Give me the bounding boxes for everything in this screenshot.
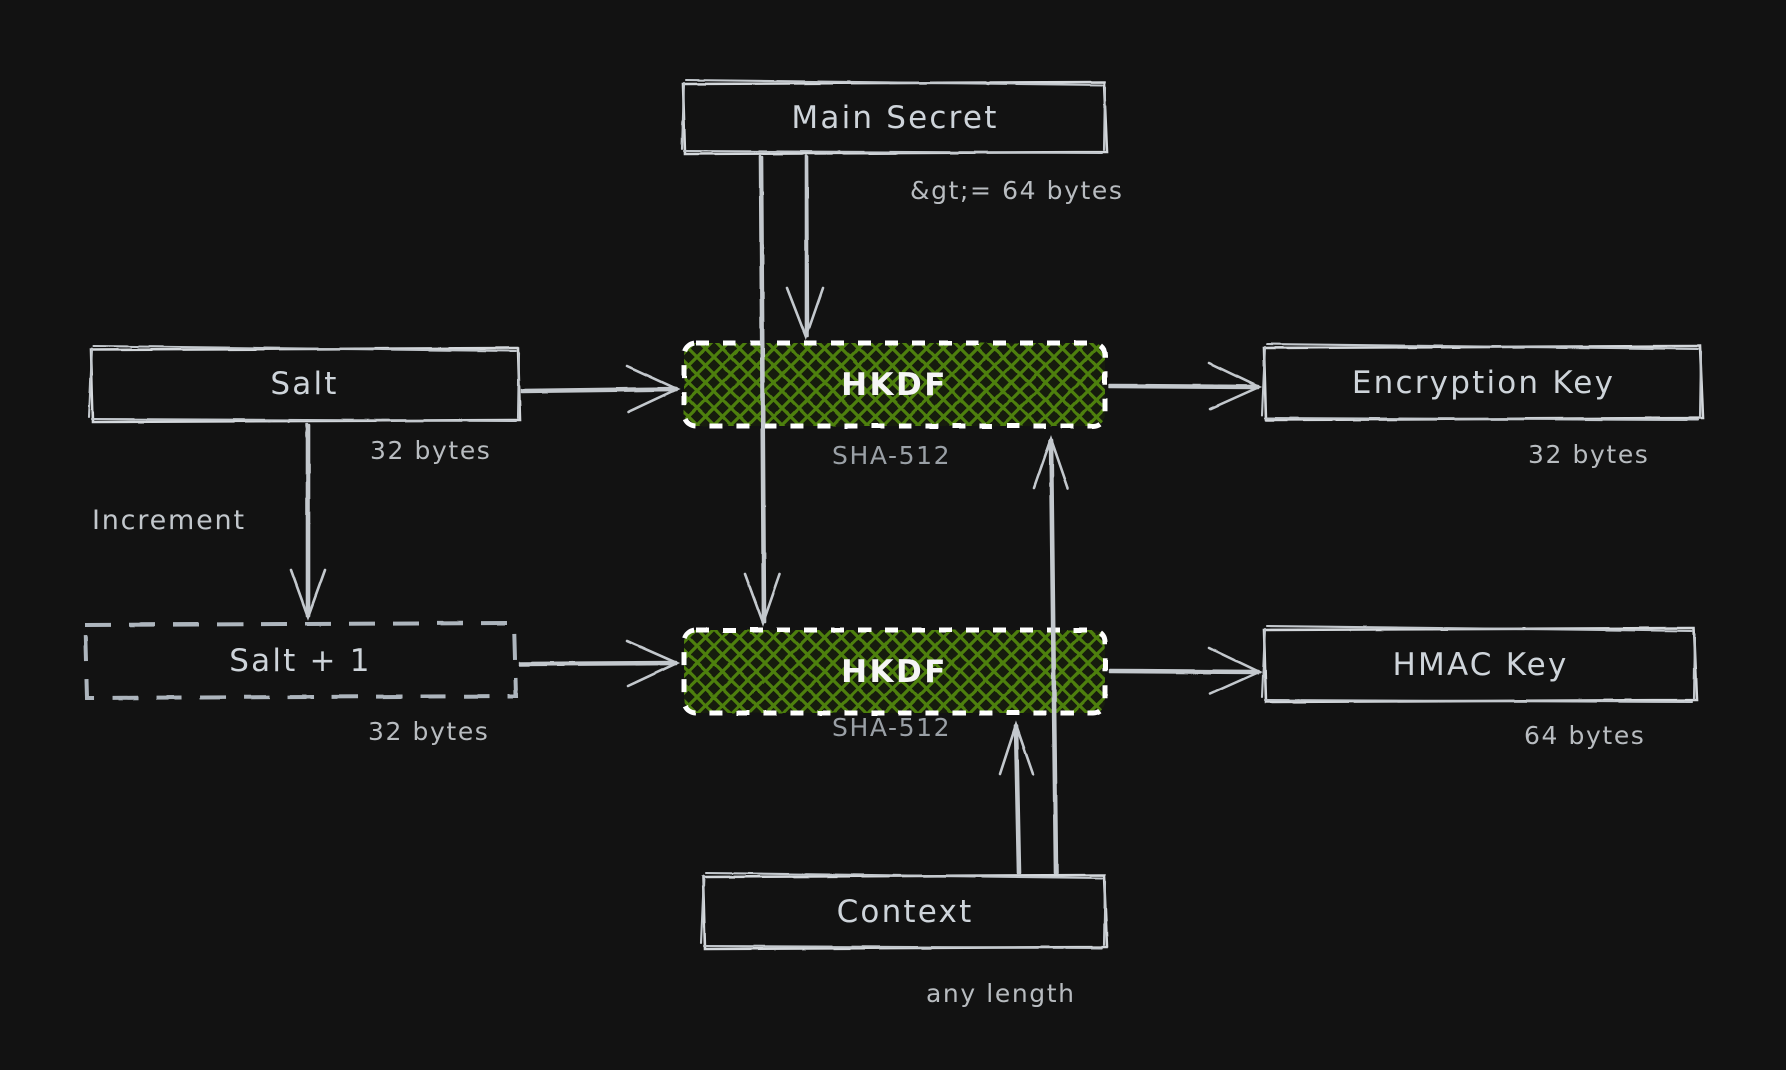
node-hkdf-hmac-label: HKDF bbox=[841, 653, 948, 690]
node-salt-plus-one-label: Salt + 1 bbox=[229, 642, 372, 679]
caption-encryption-key: 32 bytes bbox=[1528, 440, 1650, 469]
caption-hkdf-hmac: SHA-512 bbox=[832, 713, 952, 742]
node-context-label: Context bbox=[836, 894, 974, 930]
caption-salt: 32 bytes bbox=[370, 436, 492, 465]
edge-hkdf-hmac-to-hmac-key bbox=[1108, 646, 1263, 696]
caption-context: any length bbox=[926, 979, 1076, 1008]
caption-main-secret: &gt;= 64 bytes bbox=[910, 176, 1124, 205]
edge-label-increment: Increment bbox=[92, 505, 246, 536]
caption-hmac-key: 64 bytes bbox=[1524, 721, 1646, 750]
edge-salt-plus-one-to-hkdf-hmac bbox=[518, 639, 681, 688]
edge-salt-to-salt-plus-one bbox=[289, 422, 327, 621]
node-hkdf-encryption-label: HKDF bbox=[841, 366, 948, 403]
caption-salt-plus-one: 32 bytes bbox=[368, 717, 490, 746]
node-main-secret-label: Main Secret bbox=[791, 100, 999, 136]
edge-context-to-hkdf-hmac bbox=[998, 720, 1035, 875]
edge-salt-to-hkdf-encryption bbox=[520, 364, 681, 414]
edge-main-secret-to-hkdf-encryption bbox=[785, 154, 825, 341]
node-hmac-key-label: HMAC Key bbox=[1392, 647, 1569, 683]
edge-hkdf-encryption-to-encryption-key bbox=[1108, 361, 1263, 411]
node-salt-label: Salt bbox=[270, 366, 339, 402]
caption-hkdf-encryption: SHA-512 bbox=[832, 441, 952, 470]
node-encryption-key-label: Encryption Key bbox=[1351, 365, 1616, 401]
